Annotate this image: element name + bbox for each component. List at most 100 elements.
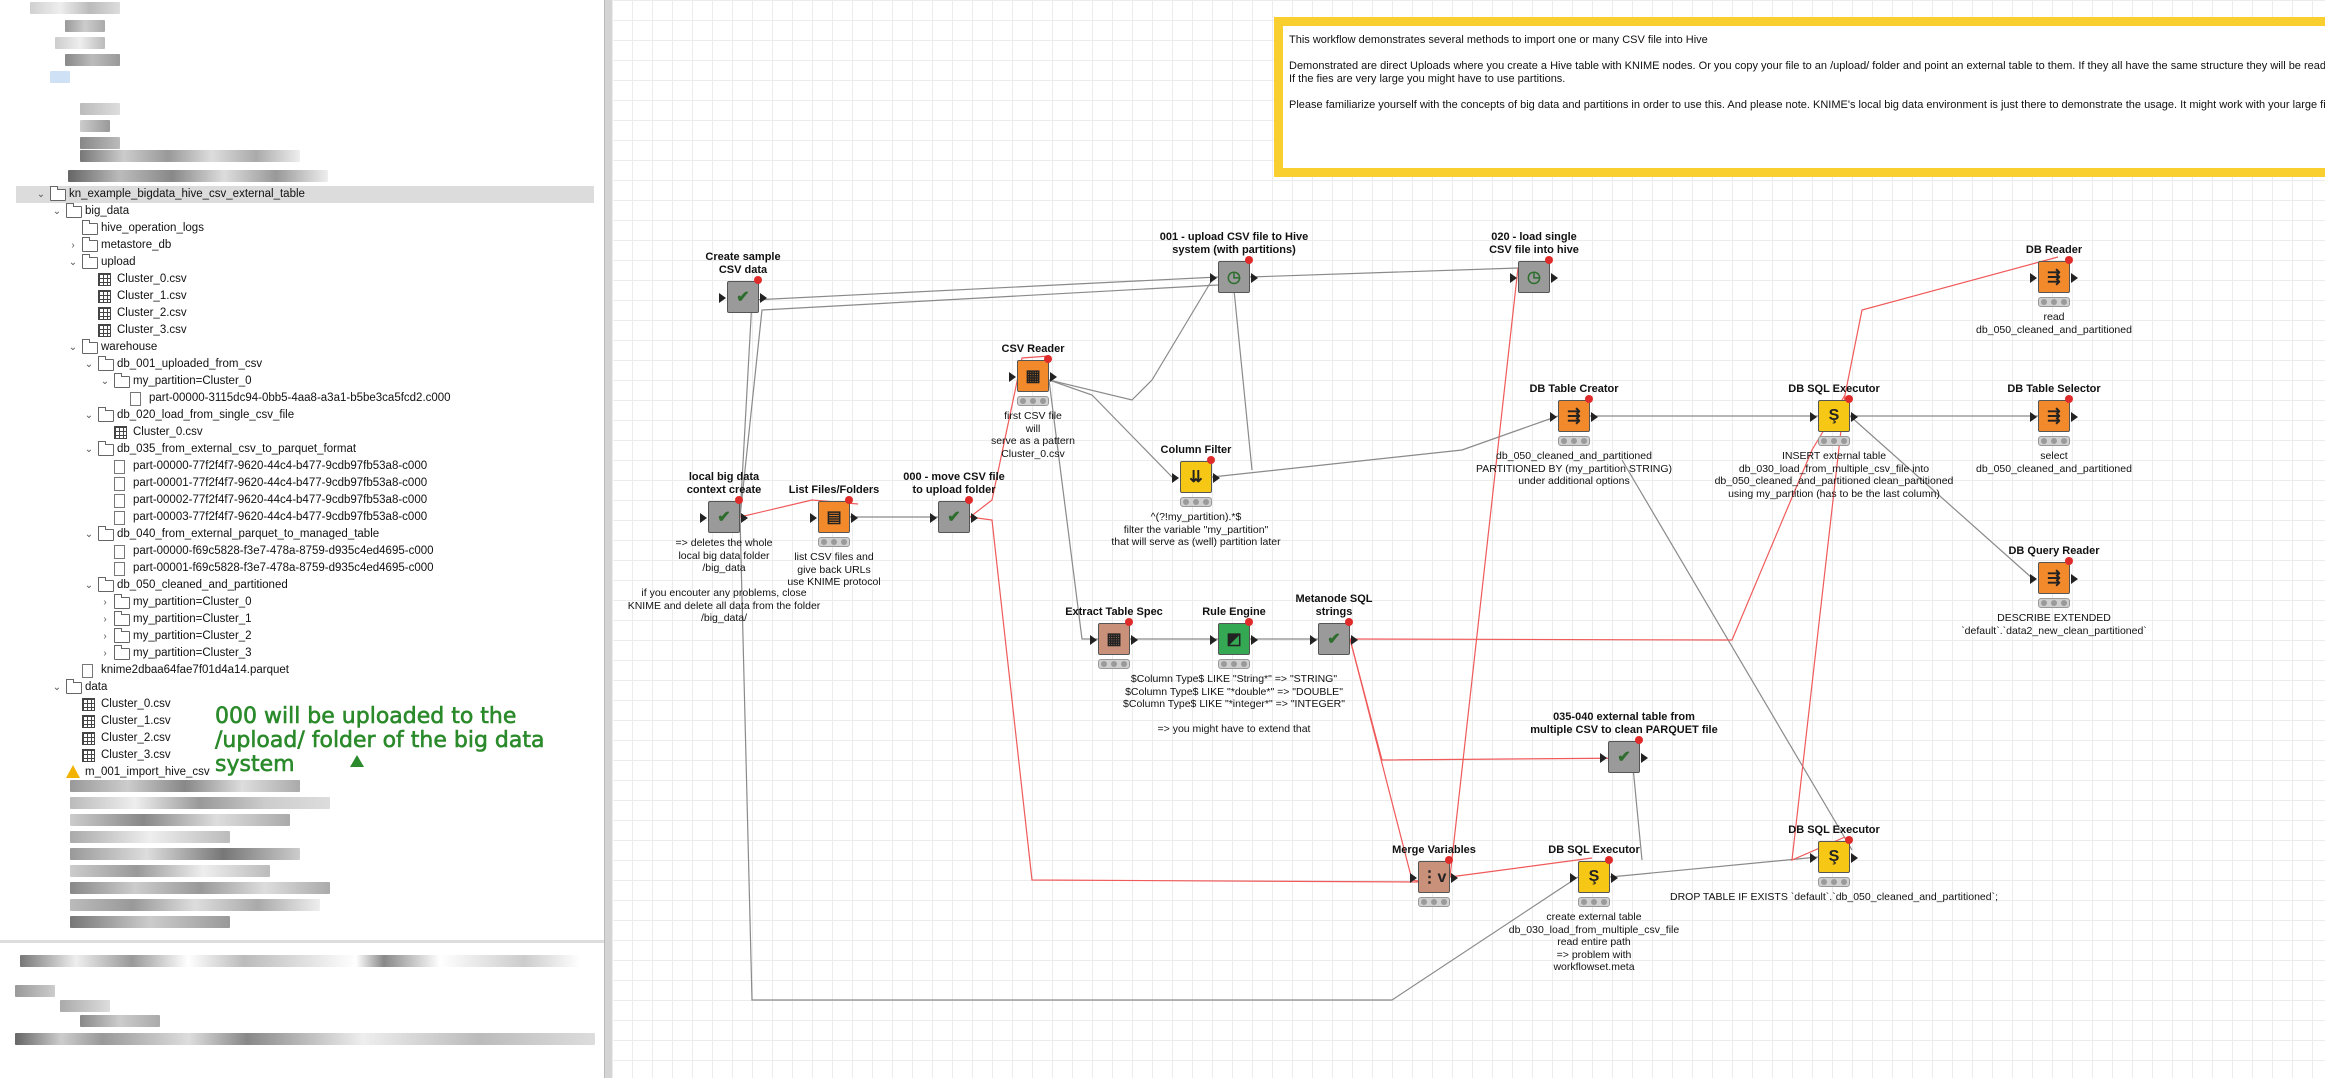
tree-item[interactable]: ⌄my_partition=Cluster_0 (0, 373, 600, 390)
flow-variable-port[interactable] (845, 496, 853, 504)
input-port[interactable] (1172, 473, 1179, 483)
flow-variable-port[interactable] (1245, 618, 1253, 626)
tree-item[interactable]: Cluster_1.csv (0, 288, 600, 305)
output-port[interactable] (851, 513, 858, 523)
input-port[interactable] (1090, 635, 1097, 645)
input-port[interactable] (1410, 873, 1417, 883)
tree-item[interactable]: ⌄db_035_from_external_csv_to_parquet_for… (0, 441, 600, 458)
chevron-down-icon[interactable]: ⌄ (52, 206, 62, 217)
node-move-csv[interactable]: ✔ (938, 501, 970, 533)
node-db-query-reader[interactable]: ⇶ (2038, 562, 2070, 594)
node-list-files[interactable]: ▤ (818, 501, 850, 533)
node-db-table-selector[interactable]: ⇶ (2038, 400, 2070, 432)
chevron-right-icon[interactable]: › (103, 648, 107, 659)
tree-item[interactable]: m_001_import_hive_csv (0, 764, 600, 781)
tree-item[interactable]: Cluster_0.csv (0, 271, 600, 288)
tree-item[interactable]: part-00000-3115dc94-0bb5-4aa8-a3a1-b5be3… (0, 390, 600, 407)
output-port[interactable] (2071, 574, 2078, 584)
flow-variable-port[interactable] (1345, 618, 1353, 626)
output-port[interactable] (741, 513, 748, 523)
flow-variable-port[interactable] (1044, 355, 1052, 363)
tree-item[interactable]: part-00001-77f2f4f7-9620-44c4-b477-9cdb9… (0, 475, 600, 492)
flow-variable-port[interactable] (735, 496, 743, 504)
tree-item[interactable]: ›metastore_db (0, 237, 600, 254)
chevron-down-icon[interactable]: ⌄ (84, 444, 94, 455)
tree-item[interactable]: ⌄data (0, 679, 600, 696)
node-title-db-sql-exec-drop[interactable]: DB SQL Executor (1788, 824, 1880, 836)
node-title-rule-engine[interactable]: Rule Engine (1202, 606, 1266, 618)
chevron-down-icon[interactable]: ⌄ (84, 580, 94, 591)
tree-item[interactable]: Cluster_2.csv (0, 305, 600, 322)
output-port[interactable] (760, 293, 767, 303)
node-db-reader[interactable]: ⇶ (2038, 261, 2070, 293)
flow-variable-port[interactable] (1545, 256, 1553, 264)
flow-variable-port[interactable] (1125, 618, 1133, 626)
tree-item[interactable]: knime2dbaa64fae7f01d4a14.parquet (0, 662, 600, 679)
tree-item[interactable]: Cluster_1.csv (0, 713, 600, 730)
output-port[interactable] (1641, 753, 1648, 763)
flow-variable-port[interactable] (754, 276, 762, 284)
node-title-local-big-data[interactable]: local big data context create (686, 471, 762, 496)
tree-item[interactable]: ⌄db_001_uploaded_from_csv (0, 356, 600, 373)
tree-item[interactable]: ⌄big_data (0, 203, 600, 220)
node-csv-reader[interactable]: ▦ (1017, 360, 1049, 392)
data-connection[interactable] (1631, 756, 1643, 861)
output-port[interactable] (2071, 273, 2078, 283)
input-port[interactable] (1810, 412, 1817, 422)
data-connection[interactable] (1849, 415, 2033, 579)
node-db-sql-exec-top[interactable]: Ş (1818, 400, 1850, 432)
node-title-merge-variables[interactable]: Merge Variables (1392, 844, 1476, 856)
input-port[interactable] (810, 513, 817, 523)
chevron-down-icon[interactable]: ⌄ (36, 189, 46, 200)
flow-variable-connection[interactable] (1844, 256, 2059, 396)
input-port[interactable] (930, 513, 937, 523)
chevron-right-icon[interactable]: › (103, 597, 107, 608)
node-title-column-filter[interactable]: Column Filter (1160, 444, 1232, 456)
flow-variable-port[interactable] (1845, 836, 1853, 844)
panel-divider[interactable] (604, 0, 613, 1078)
input-port[interactable] (719, 293, 726, 303)
node-title-db-table-selector[interactable]: DB Table Selector (2007, 383, 2101, 395)
panel-separator[interactable] (0, 940, 604, 943)
flow-variable-connection[interactable] (969, 355, 1050, 518)
chevron-down-icon[interactable]: ⌄ (68, 342, 78, 353)
flow-variable-port[interactable] (1605, 856, 1613, 864)
chevron-down-icon[interactable]: ⌄ (84, 529, 94, 540)
output-port[interactable] (1251, 635, 1258, 645)
flow-variable-port[interactable] (1445, 856, 1453, 864)
output-port[interactable] (1251, 273, 1258, 283)
output-port[interactable] (1851, 853, 1858, 863)
node-title-upload-csv[interactable]: 001 - upload CSV file to Hive system (wi… (1159, 231, 1309, 256)
chevron-down-icon[interactable]: ⌄ (52, 682, 62, 693)
tree-item[interactable]: ›my_partition=Cluster_0 (0, 594, 600, 611)
flow-variable-connection[interactable] (969, 516, 1419, 883)
input-port[interactable] (700, 513, 707, 523)
input-port[interactable] (1570, 873, 1577, 883)
input-port[interactable] (1210, 635, 1217, 645)
input-port[interactable] (2030, 273, 2037, 283)
data-connection[interactable] (1211, 415, 1559, 478)
flow-variable-connection[interactable] (1449, 857, 1593, 878)
tree-item[interactable]: Cluster_3.csv (0, 322, 600, 339)
node-upload-csv[interactable]: ◷ (1218, 261, 1250, 293)
chevron-down-icon[interactable]: ⌄ (100, 376, 110, 387)
input-port[interactable] (1210, 273, 1217, 283)
data-connection[interactable] (739, 516, 1579, 1001)
output-port[interactable] (1451, 873, 1458, 883)
tree-item[interactable]: ⌄kn_example_bigdata_hive_csv_external_ta… (16, 186, 594, 203)
node-title-csv-reader[interactable]: CSV Reader (1001, 343, 1065, 355)
tree-item[interactable]: ›my_partition=Cluster_1 (0, 611, 600, 628)
tree-item[interactable]: part-00002-77f2f4f7-9620-44c4-b477-9cdb9… (0, 492, 600, 509)
flow-variable-connection[interactable] (1449, 267, 1519, 878)
output-port[interactable] (1611, 873, 1618, 883)
input-port[interactable] (1810, 853, 1817, 863)
flow-variable-port[interactable] (2065, 395, 2073, 403)
data-connection[interactable] (1048, 379, 1173, 478)
chevron-right-icon[interactable]: › (71, 240, 75, 251)
output-port[interactable] (971, 513, 978, 523)
chevron-down-icon[interactable]: ⌄ (84, 359, 94, 370)
input-port[interactable] (1310, 635, 1317, 645)
flow-variable-port[interactable] (2065, 557, 2073, 565)
node-title-db-table-creator[interactable]: DB Table Creator (1529, 383, 1619, 395)
tree-item[interactable]: Cluster_0.csv (0, 696, 600, 713)
